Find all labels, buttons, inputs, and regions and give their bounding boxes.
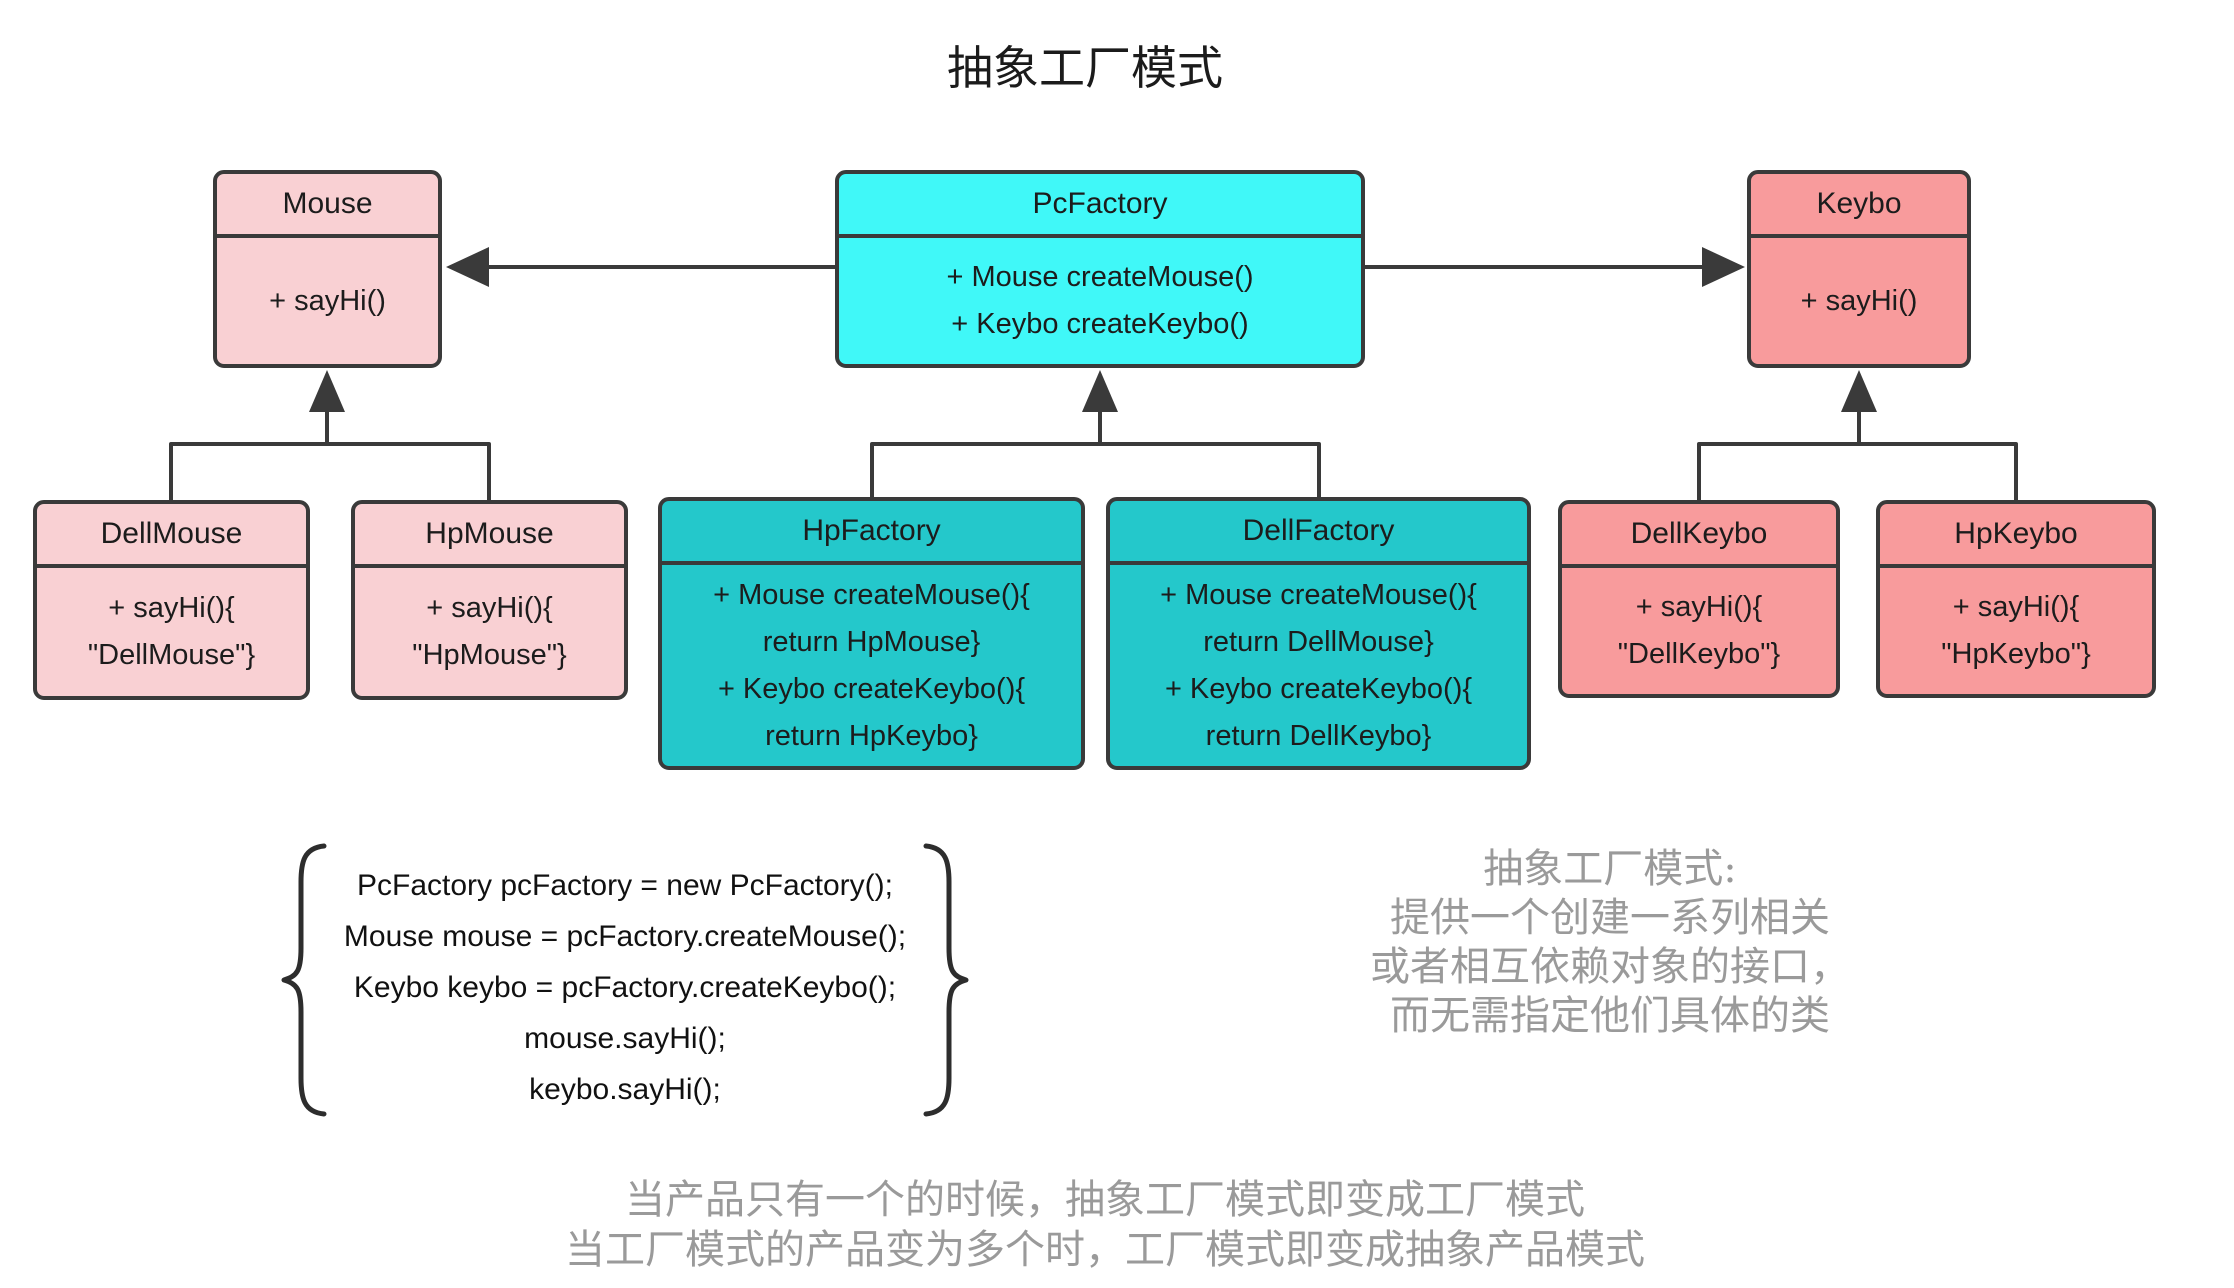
class-box-dellkeybo: DellKeybo + sayHi(){ "DellKeybo"} <box>1558 500 1840 698</box>
class-member: + Keybo createKeybo(){ <box>1164 672 1473 705</box>
class-member: + Keybo createKeybo() <box>951 308 1249 340</box>
note-line: 当产品只有一个的时候，抽象工厂模式即变成工厂模式 <box>625 1177 1585 1223</box>
class-title-dellkeybo: DellKeybo <box>1562 504 1836 568</box>
code-brace-left <box>281 843 327 1117</box>
class-member: + sayHi() <box>1800 284 1918 317</box>
page-title: 抽象工厂模式 <box>947 41 1223 95</box>
class-member: + Mouse createMouse(){ <box>713 578 1030 611</box>
class-member: "DellMouse"} <box>87 639 256 671</box>
class-title-mouse: Mouse <box>217 174 438 238</box>
class-title-keybo: Keybo <box>1751 174 1967 238</box>
class-box-pcfactory: PcFactory + Mouse createMouse() + Keybo … <box>835 170 1365 368</box>
note-line: 提供一个创建一系列相关 <box>1390 895 1830 941</box>
code-line: mouse.sayHi(); <box>524 1022 726 1055</box>
class-member: return DellKeybo} <box>1205 719 1432 752</box>
class-member: + Mouse createMouse() <box>946 261 1254 293</box>
inheritance-connector-pcfactory <box>870 370 1321 500</box>
code-line: PcFactory pcFactory = new PcFactory(); <box>357 869 893 902</box>
code-line: Mouse mouse = pcFactory.createMouse(); <box>343 920 907 953</box>
class-box-hpkeybo: HpKeybo + sayHi(){ "HpKeybo"} <box>1876 500 2156 698</box>
note-line: 或者相互依赖对象的接口， <box>1370 944 1850 990</box>
class-member: + sayHi(){ <box>1635 591 1763 623</box>
class-member: "DellKeybo"} <box>1617 638 1781 670</box>
pattern-definition-note: 抽象工厂模式: 提供一个创建一系列相关 或者相互依赖对象的接口， 而无需指定他们… <box>1355 845 1865 1041</box>
class-member: return DellMouse} <box>1203 625 1434 658</box>
class-member: "HpMouse"} <box>412 639 567 671</box>
code-line: keybo.sayHi(); <box>529 1073 721 1106</box>
class-member: return HpKeybo} <box>765 719 978 752</box>
class-member: + sayHi() <box>269 284 386 317</box>
code-brace-right <box>923 843 969 1117</box>
note-line: 抽象工厂模式: <box>1483 846 1737 892</box>
note-line: 当工厂模式的产品变为多个时，工厂模式即变成抽象产品模式 <box>565 1227 1645 1273</box>
class-member: + sayHi(){ <box>108 592 235 624</box>
class-title-hpfactory: HpFactory <box>662 501 1081 565</box>
usage-code-block: PcFactory pcFactory = new PcFactory(); M… <box>330 860 920 1115</box>
pattern-comparison-note: 当产品只有一个的时候，抽象工厂模式即变成工厂模式 当工厂模式的产品变为多个时，工… <box>455 1175 1755 1275</box>
class-member: + Mouse createMouse(){ <box>1160 578 1477 611</box>
class-box-keybo: Keybo + sayHi() <box>1747 170 1971 368</box>
class-title-dellfactory: DellFactory <box>1110 501 1527 565</box>
class-box-hpfactory: HpFactory + Mouse createMouse(){ return … <box>658 497 1085 770</box>
inheritance-connector-mouse <box>169 370 491 503</box>
class-title-hpmouse: HpMouse <box>355 504 624 568</box>
class-member: + sayHi(){ <box>1952 591 2080 623</box>
arrow-pcfactory-to-mouse <box>446 247 837 287</box>
class-member: "HpKeybo"} <box>1941 638 2091 670</box>
code-line: Keybo keybo = pcFactory.createKeybo(); <box>353 971 897 1004</box>
class-member: return HpMouse} <box>762 625 981 658</box>
inheritance-connector-keybo <box>1697 370 2018 503</box>
class-title-hpkeybo: HpKeybo <box>1880 504 2152 568</box>
class-box-mouse: Mouse + sayHi() <box>213 170 442 368</box>
class-member: + sayHi(){ <box>426 592 553 624</box>
class-box-dellmouse: DellMouse + sayHi(){ "DellMouse"} <box>33 500 310 700</box>
class-box-hpmouse: HpMouse + sayHi(){ "HpMouse"} <box>351 500 628 700</box>
class-member: + Keybo createKeybo(){ <box>717 672 1026 705</box>
note-line: 而无需指定他们具体的类 <box>1390 993 1830 1039</box>
class-box-dellfactory: DellFactory + Mouse createMouse(){ retur… <box>1106 497 1531 770</box>
class-title-dellmouse: DellMouse <box>37 504 306 568</box>
class-title-pcfactory: PcFactory <box>839 174 1361 238</box>
arrow-pcfactory-to-keybo <box>1363 247 1745 287</box>
